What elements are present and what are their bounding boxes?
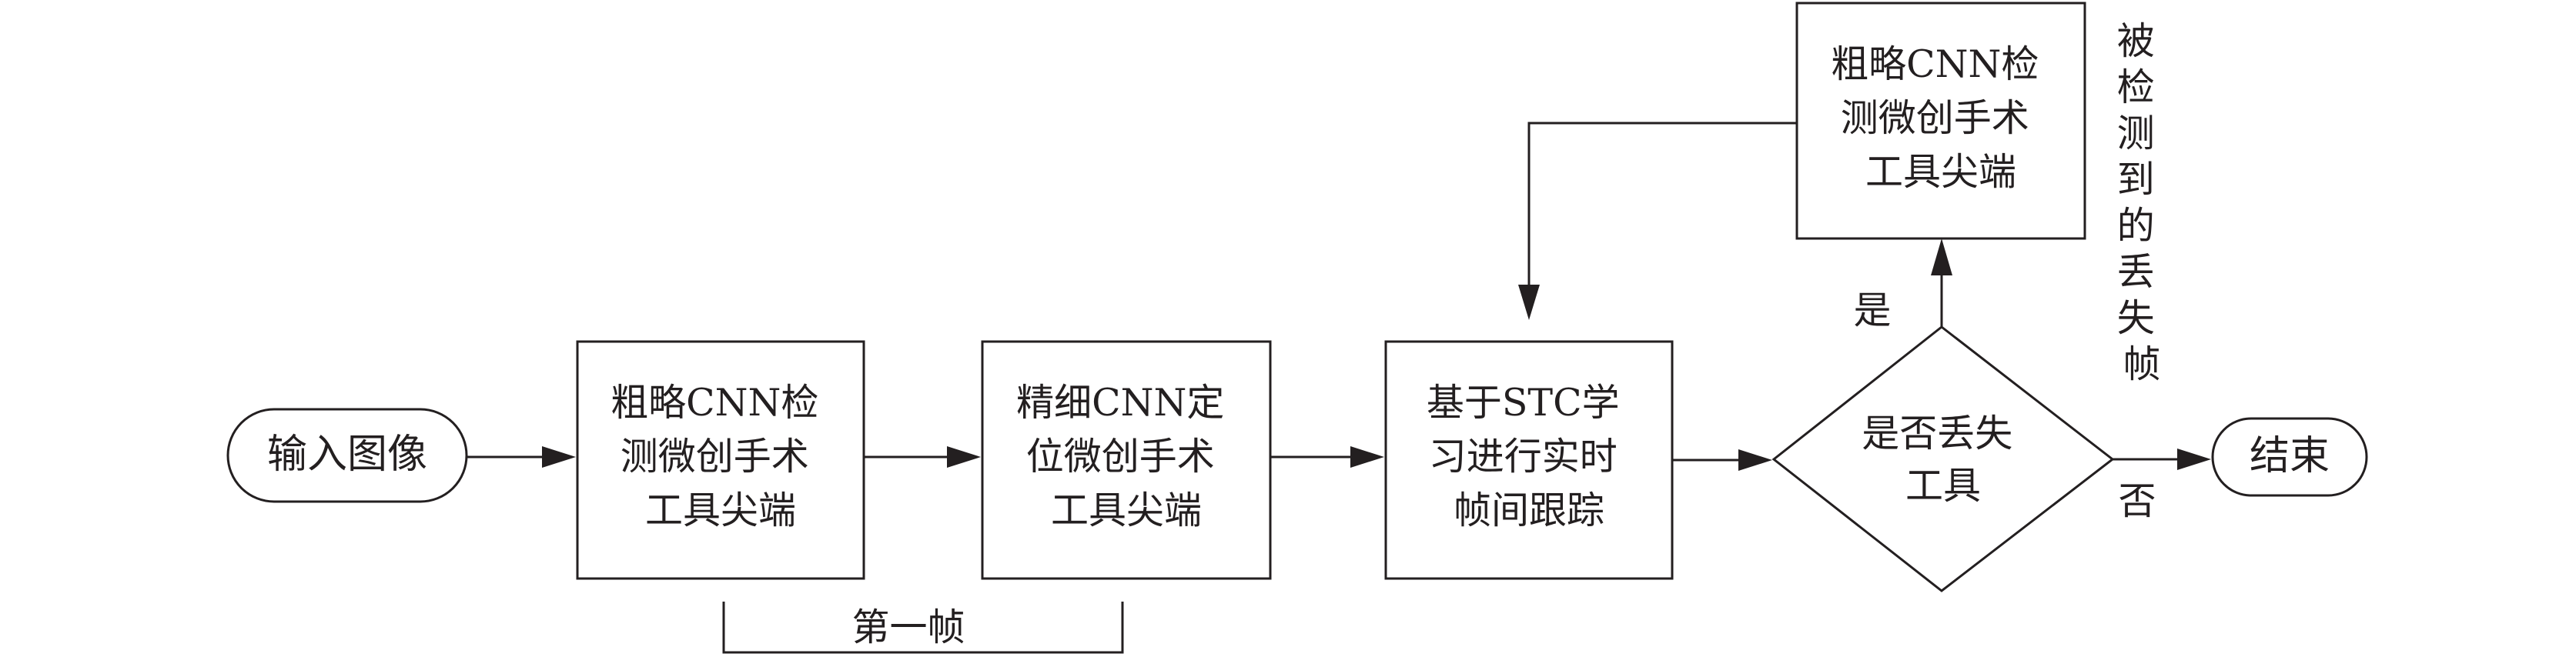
- coarse-line-3: 工具尖端: [645, 489, 796, 532]
- redetect-line-2: 测微创手术: [1841, 96, 2029, 140]
- decision-line-2: 工具: [1905, 464, 1981, 508]
- fine-line-3: 工具尖端: [1051, 489, 1202, 532]
- node-input-image: 输入图像: [226, 408, 468, 503]
- stc-line-3: 帧间跟踪: [1454, 489, 1604, 532]
- decision-line-1: 是否丢失: [1862, 412, 2012, 455]
- arrowhead: [1738, 449, 1772, 471]
- node-lost-decision: 是否丢失 工具: [1771, 325, 2115, 592]
- svg-text:粗略CNN检 测微创手术 工具尖端: 粗略CNN检 测微创手术 工具尖端: [1831, 42, 2051, 194]
- first-frame-label: 第一帧: [851, 605, 965, 649]
- lost-frames-note: 被 检 测 到 的 丢 失 帧: [2117, 19, 2167, 386]
- node-end: 结束: [2211, 417, 2368, 497]
- node-coarse-cnn-detect: 粗略CNN检 测微创手术 工具尖端: [576, 340, 865, 580]
- arrowhead: [947, 446, 981, 468]
- arrowhead: [1931, 238, 1952, 275]
- fine-line-1: 精细CNN定: [1016, 381, 1224, 425]
- svg-text:基于STC学 习进行实时 帧间跟踪: 基于STC学 习进行实时 帧间跟踪: [1427, 381, 1631, 532]
- stc-line-1: 基于STC学: [1427, 381, 1620, 425]
- first-frame-bracket: [722, 602, 1124, 654]
- node-stc-tracking: 基于STC学 习进行实时 帧间跟踪: [1384, 340, 1674, 580]
- arrowhead: [1518, 285, 1540, 320]
- svg-text:精细CNN定 位微创手术 工具尖端: 精细CNN定 位微创手术 工具尖端: [1016, 381, 1236, 532]
- node-fine-cnn-locate: 精细CNN定 位微创手术 工具尖端: [981, 340, 1272, 580]
- svg-text:粗略CNN检 测微创手术 工具尖端: 粗略CNN检 测微创手术 工具尖端: [611, 381, 831, 532]
- no-label: 否: [2118, 479, 2156, 523]
- end-label: 结束: [2250, 433, 2330, 479]
- arrowhead: [1350, 446, 1384, 468]
- connectors: [467, 122, 2211, 654]
- fine-line-2: 位微创手术: [1026, 435, 1215, 479]
- arrowhead: [542, 446, 576, 468]
- node-coarse-cnn-redetect: 粗略CNN检 测微创手术 工具尖端: [1795, 2, 2086, 240]
- redetect-line-3: 工具尖端: [1865, 150, 2016, 194]
- coarse-line-2: 测微创手术: [621, 435, 809, 479]
- yes-label: 是: [1853, 288, 1891, 332]
- coarse-line-1: 粗略CNN检: [611, 381, 818, 425]
- arrow-redetect-to-stc: [1527, 122, 1797, 286]
- arrowhead: [2177, 449, 2211, 470]
- input-image-label: 输入图像: [267, 432, 427, 478]
- redetect-line-1: 粗略CNN检: [1831, 42, 2039, 86]
- svg-text:是否丢失 工具: 是否丢失 工具: [1862, 412, 2025, 508]
- stc-line-2: 习进行实时: [1429, 435, 1618, 479]
